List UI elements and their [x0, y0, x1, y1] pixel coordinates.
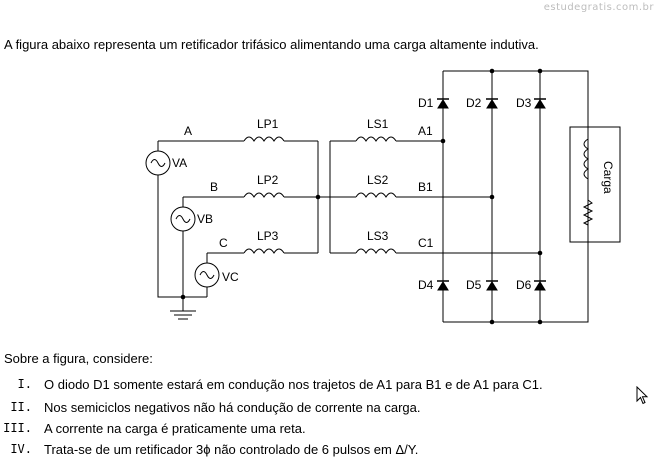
statement-4-numeral: IV.: [10, 442, 32, 456]
question-intro: A figura abaixo representa um retificado…: [4, 37, 539, 52]
phase-b-label: B: [210, 180, 218, 194]
diode-d3-icon: [534, 99, 546, 109]
source-vc-icon: [194, 262, 220, 288]
statement-2-numeral: II.: [10, 400, 32, 414]
diode-d2-label: D2: [466, 96, 482, 110]
diode-d4-icon: [437, 281, 449, 291]
rectifier-circuit-diagram: A B C VA VB VC LP1 LP2 LP3 LS1 LS2 LS3 A…: [145, 68, 621, 325]
source-vb-label: VB: [197, 212, 213, 226]
source-va-icon: [145, 150, 171, 176]
statement-3-numeral: III.: [3, 421, 32, 435]
lp1-label: LP1: [257, 117, 279, 131]
lp3-label: LP3: [257, 229, 279, 243]
mouse-cursor-icon: [636, 386, 649, 405]
diode-d1-icon: [437, 99, 449, 109]
statement-3-text: A corrente na carga é praticamente uma r…: [44, 421, 306, 436]
statement-3: III. A corrente na carga é praticamente …: [0, 421, 640, 439]
statement-4: IV. Trata-se de um retificador 3ϕ não co…: [0, 442, 640, 460]
ls3-label: LS3: [367, 229, 389, 243]
source-vc-label: VC: [222, 270, 239, 284]
node-b1-label: B1: [418, 180, 433, 194]
ls2-label: LS2: [367, 173, 389, 187]
lp2-label: LP2: [257, 173, 279, 187]
statement-1-text: O diodo D1 somente estará em condução no…: [44, 377, 543, 392]
phase-c-label: C: [219, 236, 228, 250]
diode-d6-label: D6: [516, 278, 532, 292]
statements-lead: Sobre a figura, considere:: [4, 351, 153, 366]
source-vb-icon: [170, 206, 196, 232]
statement-2: II. Nos semiciclos negativos não há cond…: [0, 400, 640, 418]
diode-d5-label: D5: [466, 278, 482, 292]
phase-a-label: A: [184, 124, 192, 138]
source-va-label: VA: [172, 156, 187, 170]
ls1-label: LS1: [367, 117, 389, 131]
load-label: Carga: [601, 161, 615, 194]
diode-d2-icon: [486, 99, 498, 109]
diode-d4-label: D4: [418, 278, 434, 292]
diode-d6-icon: [534, 281, 546, 291]
diode-d1-label: D1: [418, 96, 434, 110]
node-a1-label: A1: [418, 124, 433, 138]
statement-1: I. O diodo D1 somente estará em condução…: [0, 377, 640, 395]
node-c1-label: C1: [418, 236, 434, 250]
statement-1-numeral: I.: [17, 377, 32, 391]
diode-d5-icon: [486, 281, 498, 291]
statement-4-text: Trata-se de um retificador 3ϕ não contro…: [44, 442, 419, 457]
watermark: estudegratis.com.br: [543, 2, 654, 13]
diode-d3-label: D3: [516, 96, 532, 110]
statement-2-text: Nos semiciclos negativos não há condução…: [44, 400, 421, 415]
